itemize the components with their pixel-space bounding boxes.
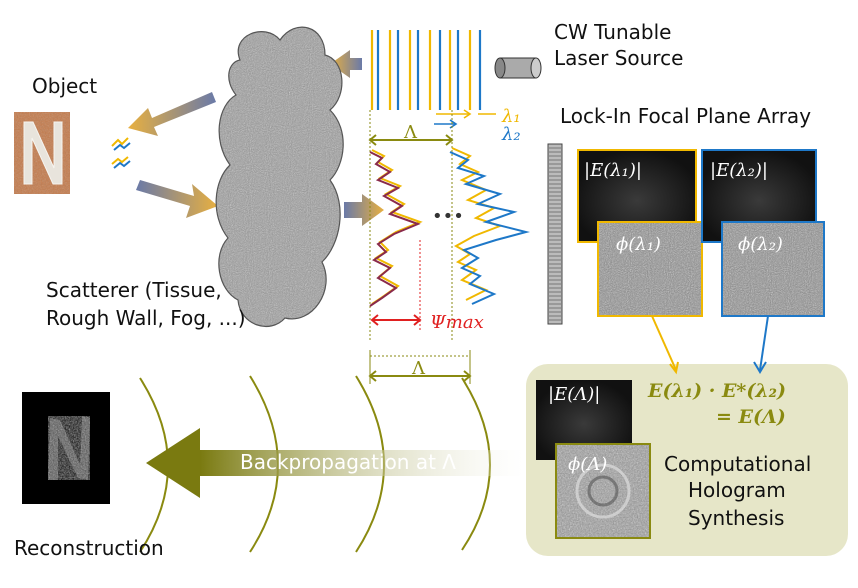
scatter-to-object-arrow bbox=[128, 92, 216, 136]
phi-Lambda-label: ϕ(Λ) bbox=[568, 454, 608, 475]
E-Lambda-label: |E(Λ)| bbox=[548, 384, 601, 405]
lockin-label: Lock-In Focal Plane Array bbox=[560, 104, 812, 128]
laser-label-line2: Laser Source bbox=[554, 46, 684, 70]
speckle-cloud-icon bbox=[215, 26, 344, 328]
laser-label-line1: CW Tunable bbox=[554, 20, 672, 44]
laser-cylinder-icon bbox=[494, 57, 542, 79]
scatterer-label-line1: Scatterer (Tissue, bbox=[46, 278, 222, 302]
reconstruction-image bbox=[22, 392, 110, 504]
wavelength-lines bbox=[370, 30, 482, 110]
psi-max-label: Ψmax bbox=[430, 312, 484, 333]
object-to-scatter-arrow bbox=[136, 180, 218, 218]
E-lambda1-label: |E(λ₁)| bbox=[584, 160, 642, 181]
synthesis-equation-line2: = E(Λ) bbox=[716, 406, 786, 428]
Lambda-label-bottom: Λ bbox=[412, 358, 425, 379]
scatter-to-detector-arrow bbox=[344, 194, 384, 226]
lambda2-label: λ₂ bbox=[502, 124, 521, 145]
phase-image-lambda2 bbox=[721, 221, 825, 317]
Lambda-label-top: Λ bbox=[404, 122, 417, 143]
scatterer-label-line2: Rough Wall, Fog, ...) bbox=[46, 306, 246, 330]
E-lambda2-label: |E(λ₂)| bbox=[710, 160, 768, 181]
speckle-traces bbox=[369, 147, 530, 307]
combine-arrows bbox=[651, 315, 769, 375]
phase-image-Lambda bbox=[555, 443, 651, 539]
phi-lambda1-label: ϕ(λ₁) bbox=[616, 234, 661, 255]
synthesis-equation-line1: E(λ₁) · E*(λ₂) bbox=[648, 380, 786, 402]
backpropagation-label: Backpropagation at Λ bbox=[240, 450, 456, 474]
psi-max-marker bbox=[370, 240, 422, 330]
object-label: Object bbox=[32, 74, 98, 98]
detector-array-icon bbox=[547, 143, 563, 325]
object-image bbox=[14, 112, 70, 194]
synthesis-label-line2: Hologram bbox=[688, 478, 786, 502]
synthesis-label-line3: Synthesis bbox=[688, 506, 785, 530]
lambda-beat-span-bottom bbox=[368, 350, 472, 384]
ellipsis: ••• bbox=[432, 206, 464, 227]
backpropagation-arrow bbox=[146, 428, 524, 498]
phi-lambda2-label: ϕ(λ₂) bbox=[738, 234, 783, 255]
laser-to-scatter-arrow bbox=[330, 48, 362, 80]
synthesis-label-line1: Computational bbox=[664, 452, 812, 476]
reconstruction-label: Reconstruction bbox=[14, 536, 164, 560]
lambda-markers bbox=[434, 109, 496, 129]
lambda-beat-span-top bbox=[368, 110, 454, 340]
reflection-sparkles bbox=[111, 137, 131, 169]
phase-image-lambda1 bbox=[597, 221, 703, 317]
lambda1-label: λ₁ bbox=[502, 106, 521, 127]
